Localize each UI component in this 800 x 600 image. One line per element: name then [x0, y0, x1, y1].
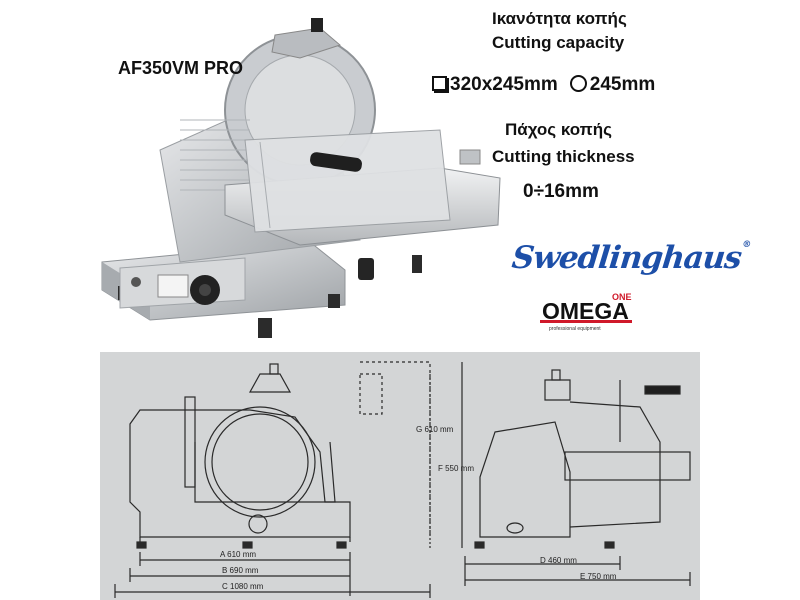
carriage-lock-knob[interactable] — [358, 258, 374, 280]
thickness-value: 0÷16mm — [523, 181, 599, 202]
omega-logo: OMEGA — [542, 298, 629, 324]
product-panel: AF350VM PRO Ικανότητα κοπής Cutting capa… — [101, 9, 751, 338]
dimension-b: B 690 mm — [222, 566, 259, 575]
warning-label — [157, 274, 189, 298]
technical-drawing: A 610 mm B 690 mm C 1080 mm D 460 mm E 7… — [100, 352, 700, 600]
omega-tagline: professional equipment — [549, 326, 601, 332]
dimension-c: C 1080 mm — [222, 582, 264, 591]
dimension-d: D 460 mm — [540, 556, 577, 565]
dimension-e: E 750 mm — [580, 572, 617, 581]
circle-icon — [569, 75, 587, 92]
capacity-round-value: 245mm — [589, 74, 656, 95]
capacity-label-english: Cutting capacity — [492, 33, 625, 52]
swedlinghaus-logo: Swedlinghaus® — [510, 240, 751, 276]
foot — [328, 294, 340, 308]
dimension-f: F 550 mm — [438, 464, 475, 473]
omega-one-logo-mark: ONE — [612, 292, 632, 302]
pusher-handle[interactable] — [309, 151, 362, 172]
blade-cover-knob[interactable] — [311, 18, 323, 32]
dimension-g: G 610 mm — [416, 425, 454, 434]
rectangle-icon — [432, 76, 447, 91]
capacity-label-greek: Ικανότητα κοπής — [492, 9, 627, 28]
dimension-drawing — [114, 361, 691, 598]
dimension-a: A 610 mm — [220, 550, 257, 559]
model-name: AF350VM PRO — [118, 58, 244, 78]
capacity-values: 320x245mm 245mm — [432, 73, 655, 96]
thickness-label-english: Cutting thickness — [492, 147, 635, 166]
slicer-photo — [101, 18, 501, 338]
capacity-rect-value: 320x245mm — [450, 74, 558, 95]
foot — [258, 318, 272, 338]
omega-logo-underline — [540, 320, 632, 323]
power-switch[interactable] — [131, 277, 141, 287]
thickness-label-greek: Πάχος κοπής — [505, 120, 612, 139]
